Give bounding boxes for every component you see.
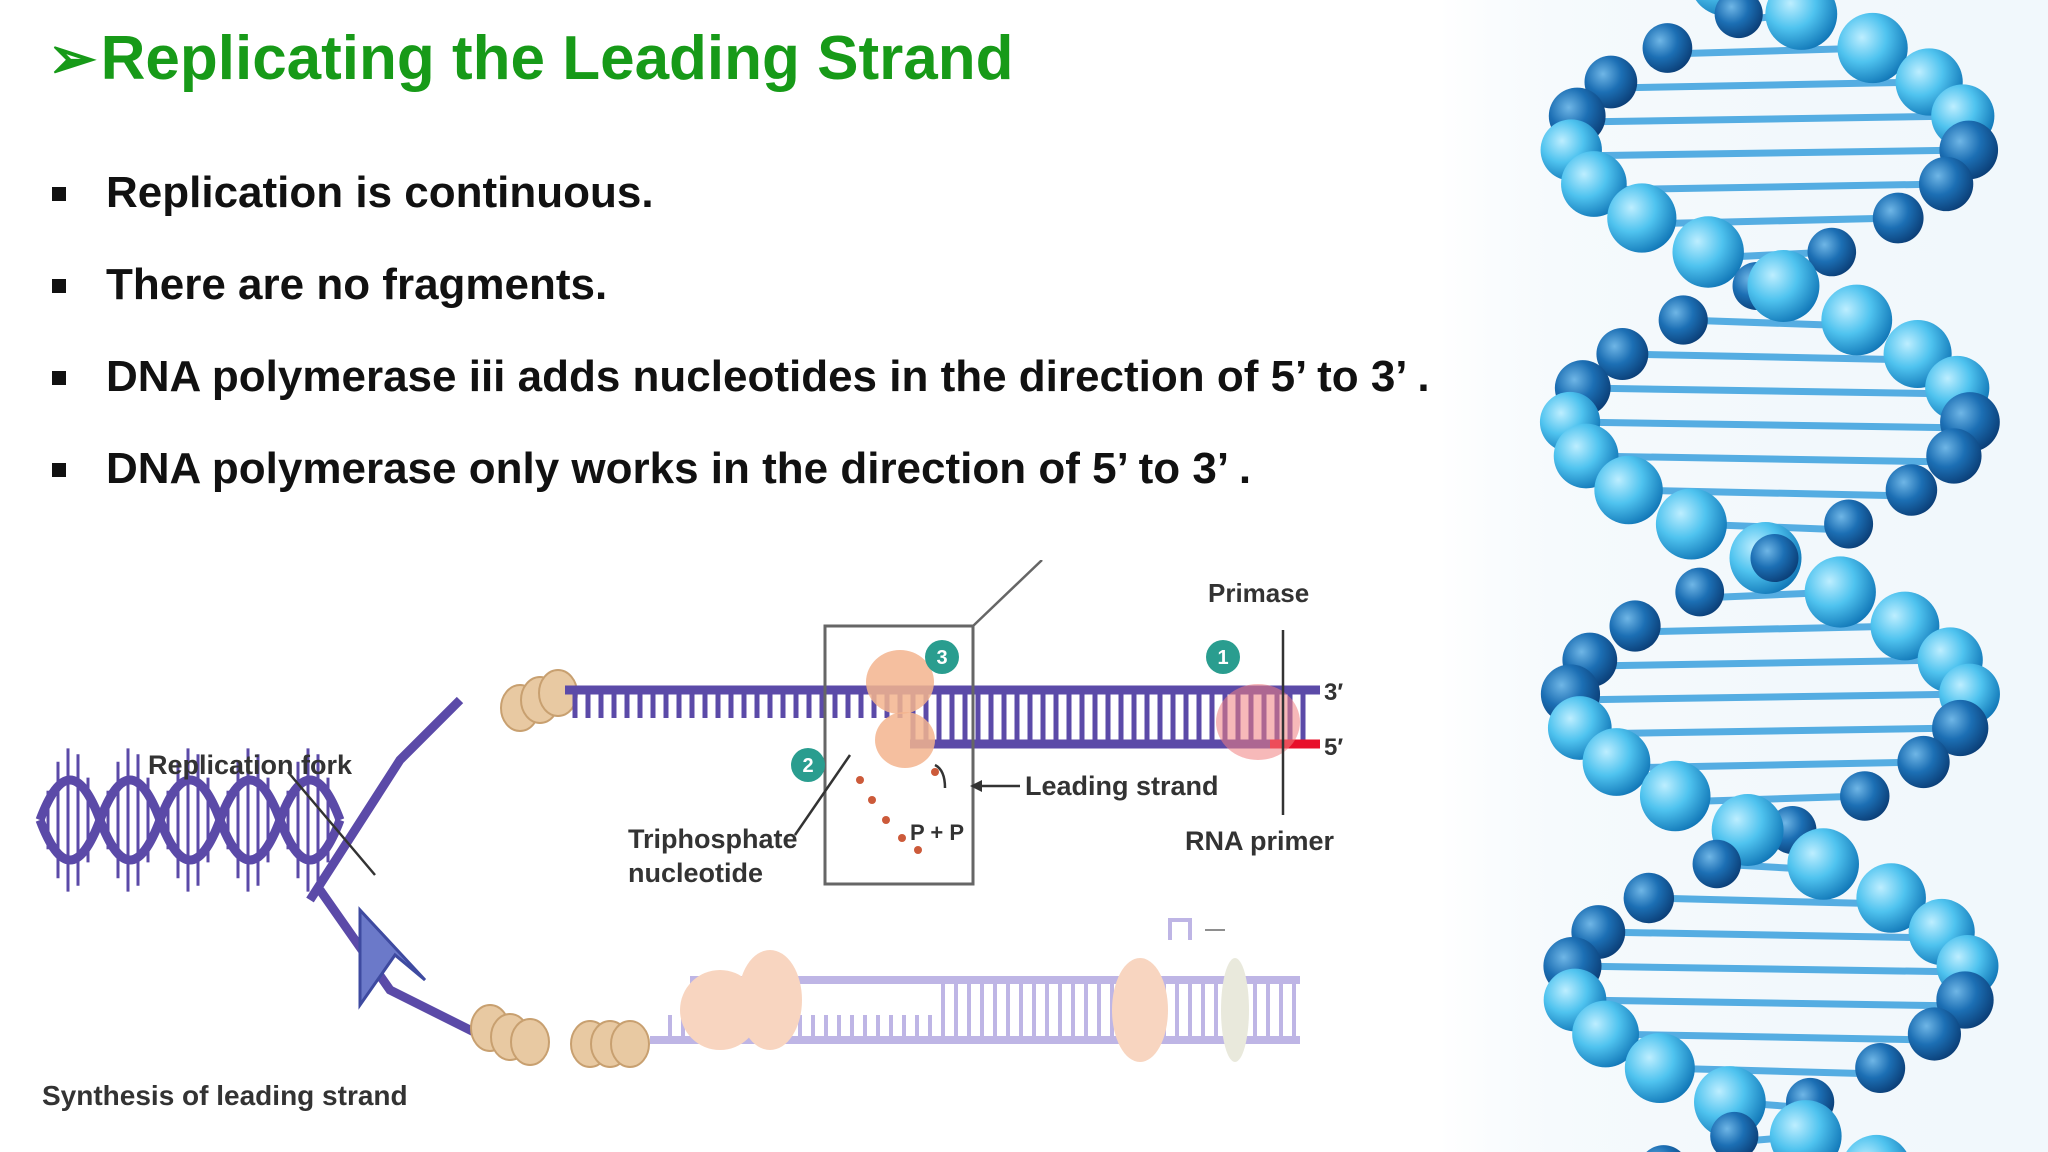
five-prime-label: 5′ — [1324, 734, 1343, 761]
step-badge-2: 2 — [791, 748, 825, 782]
step-badge-3: 3 — [925, 640, 959, 674]
primase-label: Primase — [1208, 578, 1309, 608]
square-bullet-icon — [52, 371, 66, 385]
slide-title: ➢ Replicating the Leading Strand — [48, 18, 1013, 98]
leading-strand-label: Leading strand — [1025, 771, 1219, 801]
triphosphate-label-line1: Triphosphate — [628, 824, 798, 854]
lagging-strand-faded — [650, 918, 1300, 1062]
helix-rungs — [46, 748, 330, 892]
svg-text:3: 3 — [936, 647, 947, 669]
arrow-bullet-icon: ➢ — [48, 26, 97, 91]
bullet-text: DNA polymerase iii adds nucleotides in t… — [106, 352, 1430, 401]
bullet-item: DNA polymerase only works in the directi… — [50, 438, 1500, 530]
parental-dna-helix — [35, 775, 345, 865]
leading-strand-diagram: 1 2 3 Replication fork Primase 3′ 5′ Lea… — [35, 560, 1343, 1111]
square-bullet-icon — [52, 279, 66, 293]
square-bullet-icon — [52, 463, 66, 477]
bullet-item: There are no fragments. — [50, 254, 1500, 346]
nucleotide-dots — [856, 768, 939, 854]
diagram-caption: Synthesis of leading strand — [42, 1080, 408, 1111]
slide-title-text: Replicating the Leading Strand — [100, 23, 1014, 93]
ssb-proteins — [470, 669, 650, 1068]
svg-text:1: 1 — [1217, 647, 1228, 669]
bullet-text: There are no fragments. — [106, 260, 608, 309]
triphosphate-label-line2: nucleotide — [628, 858, 763, 888]
bullet-item: DNA polymerase iii adds nucleotides in t… — [50, 346, 1500, 438]
primase-blob — [1216, 684, 1300, 760]
pyrophosphate-label: P + P — [910, 820, 964, 845]
upper-rungs — [572, 694, 1306, 740]
helicase-icon — [358, 906, 427, 1010]
step-badge-1: 1 — [1206, 640, 1240, 674]
zoom-box — [823, 624, 975, 886]
three-prime-label: 3′ — [1324, 679, 1343, 706]
dna-helix-image — [1440, 0, 2048, 1152]
svg-text:2: 2 — [802, 755, 813, 777]
bullet-text: DNA polymerase only works in the directi… — [106, 444, 1252, 493]
bullet-text: Replication is continuous. — [106, 168, 654, 217]
square-bullet-icon — [52, 187, 66, 201]
rna-primer-label: RNA primer — [1185, 826, 1335, 856]
bullet-item: Replication is continuous. — [50, 162, 1500, 254]
replication-fork-label: Replication fork — [148, 750, 353, 780]
bullet-list: Replication is continuous. There are no … — [50, 162, 1500, 530]
